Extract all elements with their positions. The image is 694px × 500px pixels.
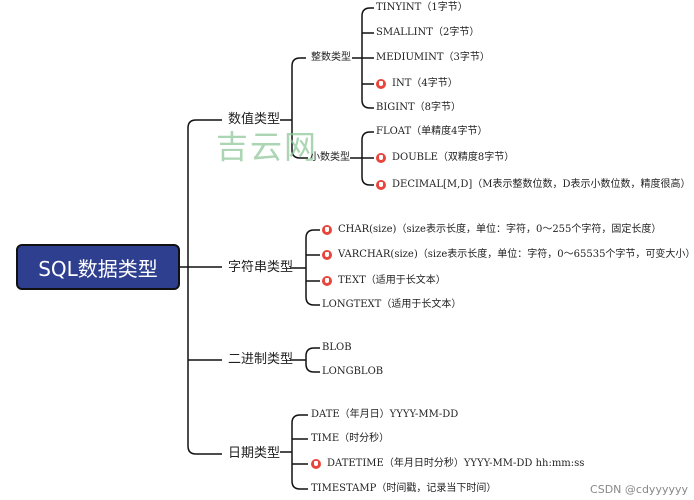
- leaf-datetime[interactable]: DATETIME（年月日时分秒）YYYY-MM-DD hh:mm:ss: [311, 457, 584, 471]
- root-node[interactable]: SQL数据类型: [16, 244, 180, 290]
- hot-icon: [322, 250, 332, 260]
- leaf-tinyint[interactable]: TINYINT（1字节）: [376, 2, 468, 13]
- leaf-bigint[interactable]: BIGINT（8字节）: [376, 102, 462, 113]
- hot-icon: [322, 225, 332, 235]
- watermark-logo: 吉云网: [216, 128, 319, 166]
- footer-credit: CSDN @cdyyyyyy: [590, 483, 688, 496]
- hot-icon: [311, 459, 321, 469]
- subcategory-integer[interactable]: 整数类型: [311, 52, 351, 63]
- hot-icon: [376, 79, 386, 89]
- leaf-text[interactable]: TEXT（适用于长文本）: [322, 274, 446, 288]
- leaf-date[interactable]: DATE（年月日）YYYY-MM-DD: [311, 409, 459, 420]
- hot-icon: [376, 180, 386, 190]
- leaf-time[interactable]: TIME（时分秒）: [311, 433, 390, 444]
- category-binary[interactable]: 二进制类型: [228, 352, 294, 367]
- category-date[interactable]: 日期类型: [228, 446, 281, 461]
- leaf-int[interactable]: INT（4字节）: [376, 77, 458, 91]
- connector-spine: [187, 119, 197, 455]
- leaf-longblob[interactable]: LONGBLOB: [322, 366, 384, 377]
- category-string[interactable]: 字符串类型: [228, 260, 294, 275]
- leaf-double[interactable]: DOUBLE（双精度8字节）: [376, 151, 514, 165]
- leaf-smallint[interactable]: SMALLINT（2字节）: [376, 27, 480, 38]
- leaf-blob[interactable]: BLOB: [322, 342, 352, 353]
- leaf-varchar[interactable]: VARCHAR(size)（size表示长度，单位：字符，0～65535个字节，…: [322, 248, 694, 262]
- leaf-mediumint[interactable]: MEDIUMINT（3字节）: [376, 52, 490, 63]
- category-numeric[interactable]: 数值类型: [228, 112, 281, 127]
- leaf-longtext[interactable]: LONGTEXT（适用于长文本）: [322, 299, 462, 310]
- leaf-timestamp[interactable]: TIMESTAMP（时间戳，记录当下时间）: [311, 483, 497, 494]
- subcategory-decimal[interactable]: 小数类型: [310, 152, 350, 163]
- leaf-decimal[interactable]: DECIMAL[M,D]（M表示整数位数，D表示小数位数，精度很高）: [376, 178, 691, 192]
- hot-icon: [322, 276, 332, 286]
- hot-icon: [376, 153, 386, 163]
- leaf-float[interactable]: FLOAT（单精度4字节）: [376, 126, 488, 137]
- leaf-char[interactable]: CHAR(size)（size表示长度，单位：字符，0～255个字符，固定长度）: [322, 223, 661, 237]
